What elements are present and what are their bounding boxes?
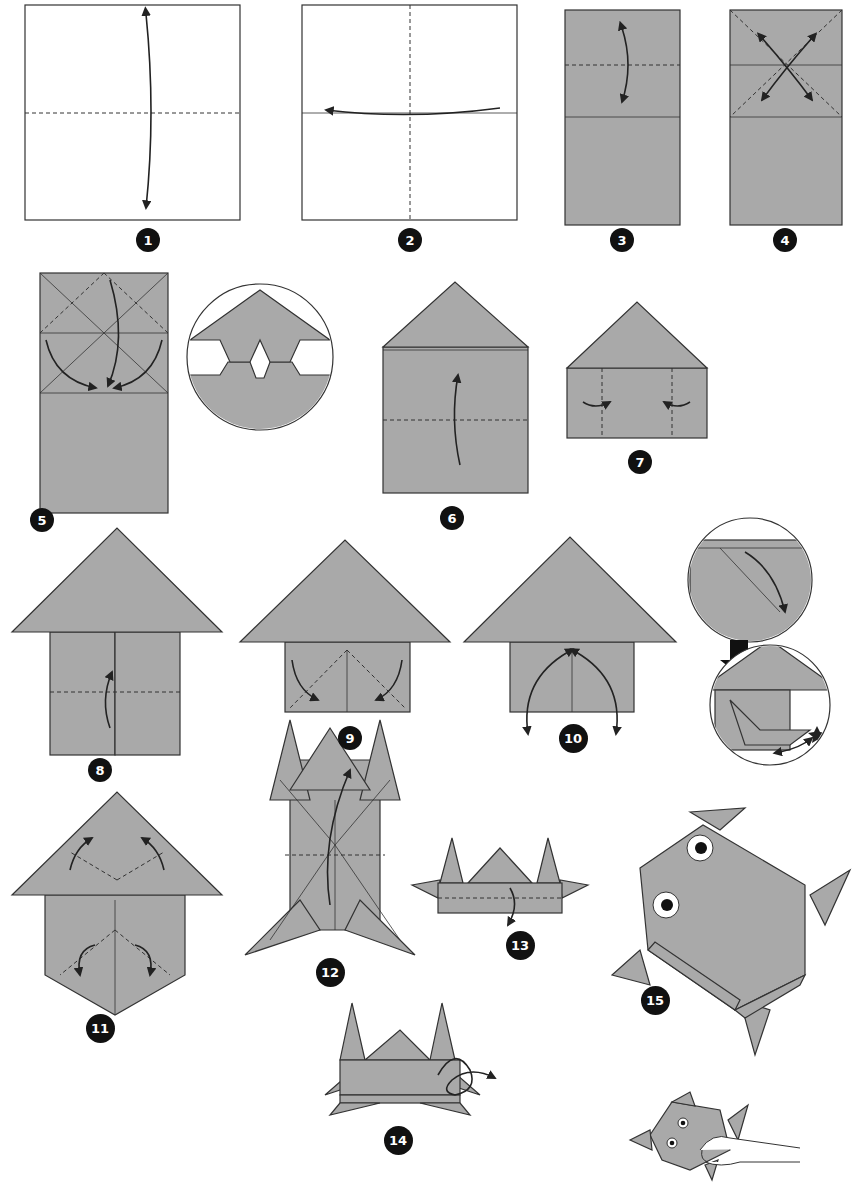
step-number: 5 <box>30 508 54 532</box>
step-number-text: 4 <box>780 234 789 247</box>
step-number-text: 15 <box>646 994 664 1007</box>
step-number: 3 <box>610 228 634 252</box>
step-number: 1 <box>136 228 160 252</box>
step-number-text: 13 <box>511 939 529 952</box>
step-number-text: 2 <box>405 234 414 247</box>
step-number-text: 10 <box>564 732 582 745</box>
step-number: 12 <box>316 958 345 987</box>
step-number-text: 5 <box>37 514 46 527</box>
step-number-text: 14 <box>389 1134 407 1147</box>
step-number: 10 <box>559 724 588 753</box>
step-number: 2 <box>398 228 422 252</box>
step-number: 6 <box>440 506 464 530</box>
step-number: 8 <box>88 758 112 782</box>
step-number: 15 <box>641 986 670 1015</box>
step-number-text: 3 <box>617 234 626 247</box>
step-number-text: 1 <box>143 234 152 247</box>
step-number-text: 12 <box>321 966 339 979</box>
step-number-text: 8 <box>95 764 104 777</box>
step-number: 13 <box>506 931 535 960</box>
step-number-text: 7 <box>635 456 644 469</box>
step-number-text: 9 <box>345 732 354 745</box>
step-number: 11 <box>86 1014 115 1043</box>
step-number: 14 <box>384 1126 413 1155</box>
step-number-text: 11 <box>91 1022 109 1035</box>
step-number: 4 <box>773 228 797 252</box>
step-number: 7 <box>628 450 652 474</box>
step-number-text: 6 <box>447 512 456 525</box>
step-number: 9 <box>338 726 362 750</box>
